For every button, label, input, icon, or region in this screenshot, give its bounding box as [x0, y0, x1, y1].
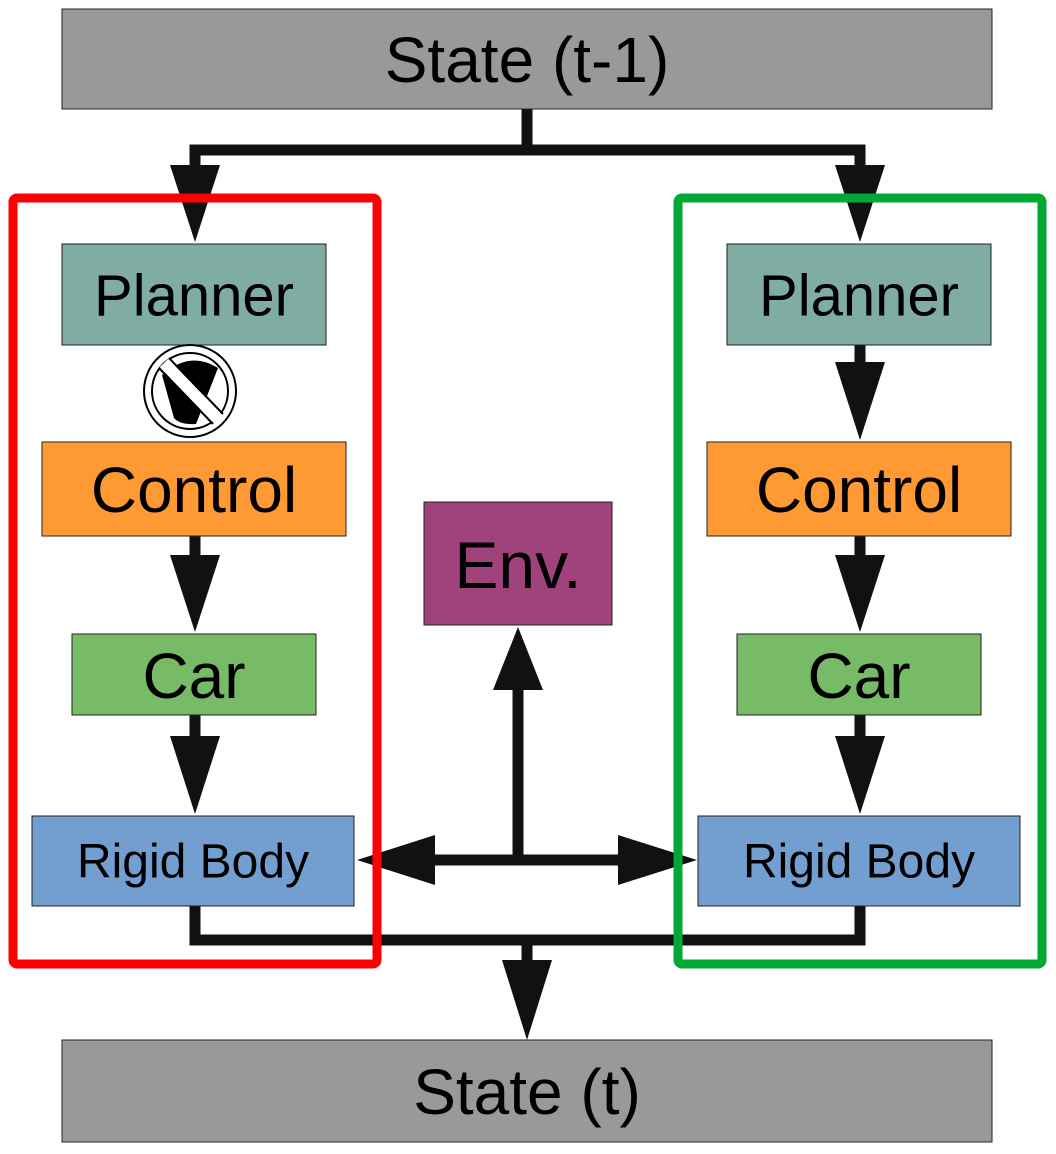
no-entry-icon [143, 344, 237, 438]
right-rigid-body-box: Rigid Body [697, 815, 1021, 907]
left-rigid-body-box: Rigid Body [31, 815, 355, 907]
right-planner-box: Planner [726, 243, 992, 346]
state-top-split-line [189, 144, 866, 170]
left-rigid-body-label: Rigid Body [77, 836, 309, 889]
state-bottom-label: State (t) [413, 1056, 641, 1128]
left-car-box: Car [71, 633, 317, 716]
arrow-to-right-rigid-body [618, 835, 697, 885]
left-group-outline [8, 193, 382, 969]
right-car-label: Car [807, 640, 910, 712]
right-control-box: Control [706, 441, 1012, 537]
arrowheads [170, 165, 885, 1040]
left-car-label: Car [142, 640, 245, 712]
arrow-to-state-bottom [502, 960, 552, 1040]
left-control-box: Control [41, 441, 347, 537]
right-car-box: Car [736, 633, 982, 716]
right-control-label: Control [756, 454, 962, 526]
arrow-to-left-rigid-body [357, 835, 435, 885]
right-group-outline [673, 193, 1047, 969]
env-box: Env. [423, 501, 613, 626]
arrow-to-left-planner [170, 165, 220, 242]
rigid-merge-line [189, 906, 866, 946]
arrow-to-right-planner [835, 165, 885, 242]
state-top-box: State (t-1) [61, 8, 993, 110]
env-label: Env. [454, 528, 581, 602]
connector-lines [189, 109, 866, 965]
right-rigid-body-label: Rigid Body [743, 836, 975, 889]
left-planner-box: Planner [61, 243, 327, 346]
arrow-to-right-car [835, 555, 885, 632]
left-planner-label: Planner [94, 264, 294, 329]
right-planner-label: Planner [759, 264, 959, 329]
arrow-to-right-control [835, 362, 885, 440]
arrow-to-left-car [170, 555, 220, 632]
arrow-to-left-rigid [170, 736, 220, 814]
left-control-label: Control [91, 454, 297, 526]
arrow-to-right-rigid [835, 736, 885, 814]
state-top-label: State (t-1) [385, 24, 670, 96]
arrow-to-env [493, 627, 543, 690]
state-bottom-box: State (t) [61, 1039, 993, 1143]
